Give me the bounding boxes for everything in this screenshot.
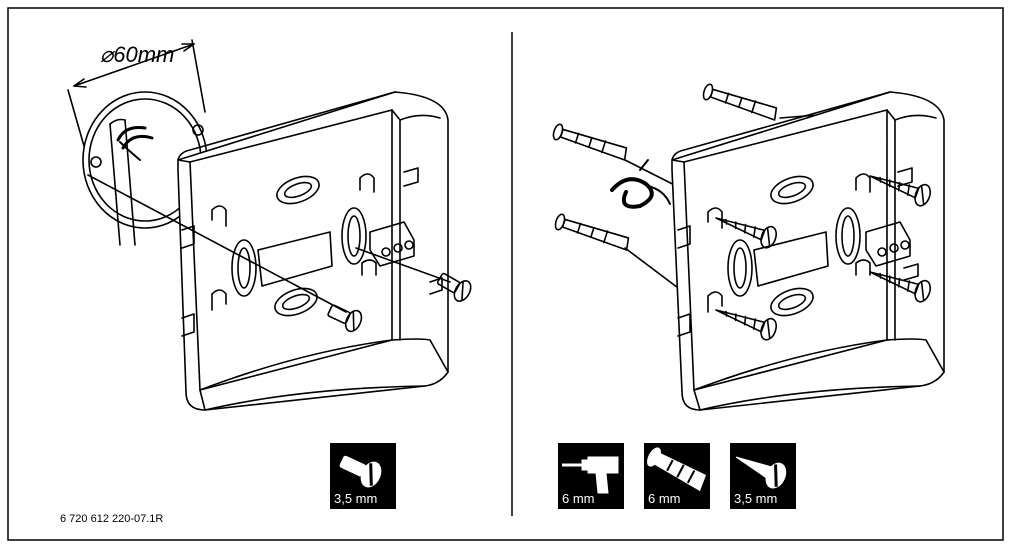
wood-screw-icon [735,456,787,489]
diameter-symbol: ⌀ [100,42,114,67]
tile-label: 6 mm [562,491,595,506]
diameter-label: ⌀60mm [100,42,174,68]
tile-label: 3,5 mm [334,491,378,506]
tile-label: 6 mm [648,491,681,506]
tile-screw: 3,5 mm [330,443,396,509]
tile-wall-plug: 6 mm [644,443,710,509]
screw-icon [339,455,382,488]
figure-code: 6 720 612 220-07.1R [60,513,164,525]
drill-icon [562,456,619,494]
tile-drill: 6 mm [558,443,624,509]
figure-border [7,7,1004,541]
wall-plug-icon [647,447,707,492]
diameter-value: 60mm [113,42,175,67]
tile-wood-screw: 3,5 mm [730,443,796,509]
left-illustration [67,39,472,411]
tile-label: 3,5 mm [734,491,778,506]
right-illustration [552,83,945,411]
